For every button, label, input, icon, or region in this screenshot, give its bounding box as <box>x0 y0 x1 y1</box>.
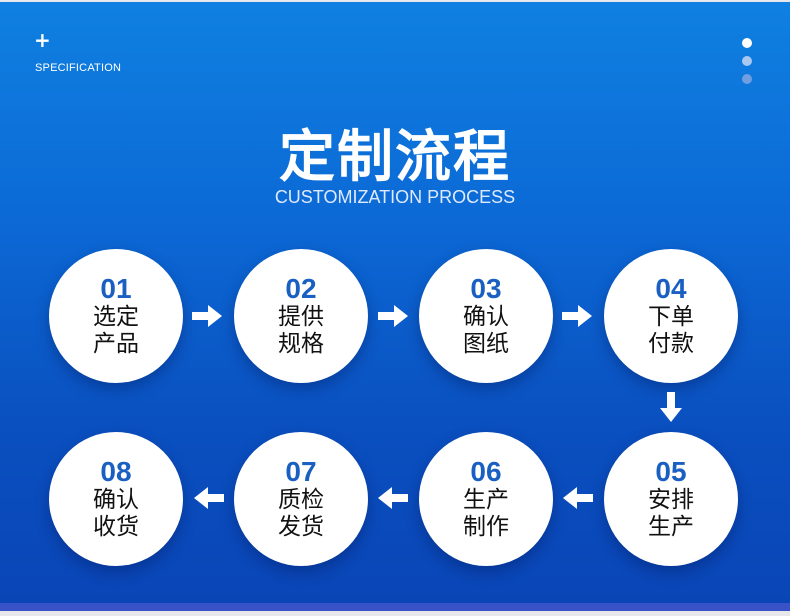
step-number: 01 <box>100 273 132 304</box>
spec-tag: SPECIFICATION <box>35 62 122 74</box>
step-label: 质检 <box>278 487 324 513</box>
step-label: 收货 <box>93 514 139 540</box>
step-label: 产品 <box>93 331 139 357</box>
step-number: 05 <box>655 456 687 487</box>
step-label: 图纸 <box>463 331 509 357</box>
step-label: 提供 <box>278 304 324 330</box>
step-label: 付款 <box>648 331 694 357</box>
step-label: 生产 <box>463 487 509 513</box>
process-banner: + SPECIFICATION 定制流程 CUSTOMIZATION PROCE… <box>0 2 790 603</box>
step-number: 02 <box>285 273 317 304</box>
step-label: 规格 <box>278 331 324 357</box>
step-label: 确认 <box>463 304 509 330</box>
page-subtitle: CUSTOMIZATION PROCESS <box>274 187 516 207</box>
dot-icon <box>742 56 752 66</box>
step-label: 制作 <box>463 514 509 540</box>
step-label: 下单 <box>648 304 694 330</box>
step-number: 04 <box>655 273 687 304</box>
step-number: 06 <box>470 456 502 487</box>
step-number: 08 <box>100 456 132 487</box>
step-number: 03 <box>470 273 502 304</box>
dot-icon <box>742 38 752 48</box>
step-label: 选定 <box>93 304 139 330</box>
step-label: 生产 <box>648 514 694 540</box>
plus-icon: + <box>34 28 51 52</box>
step-label: 发货 <box>278 514 324 540</box>
bottom-strip <box>0 603 790 611</box>
dot-icon <box>742 74 752 84</box>
step-number: 07 <box>285 456 317 487</box>
step-label: 安排 <box>648 487 694 513</box>
step-label: 确认 <box>93 487 139 513</box>
page-title: 定制流程 <box>279 125 511 190</box>
